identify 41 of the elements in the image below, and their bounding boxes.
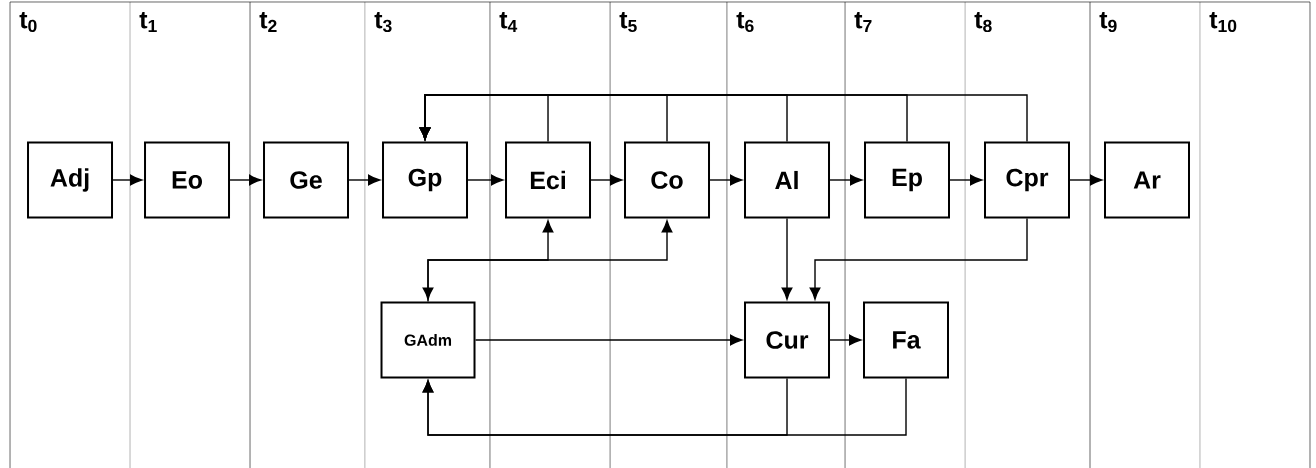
arrow [781, 217, 793, 300]
time-label: t$_{10}$ [1209, 11, 1237, 33]
process-box: Fa [863, 301, 949, 379]
arrow [949, 174, 983, 186]
process-box: Ep [864, 141, 950, 219]
arrow [467, 174, 504, 186]
process-box: Eci [505, 141, 591, 219]
arrow [229, 174, 262, 186]
time-label: t$_{5}$ [619, 11, 637, 33]
process-box: Adj [27, 141, 113, 219]
process-box: Ar [1104, 141, 1190, 219]
time-label: t$_{6}$ [736, 11, 754, 33]
process-box: Co [624, 141, 710, 219]
process-box: GAdm [380, 301, 476, 379]
process-box: Al [744, 141, 830, 219]
time-label: t$_{7}$ [854, 12, 872, 32]
arrow [829, 174, 863, 186]
arrow [829, 334, 862, 346]
time-label: t$_{8}$ [974, 11, 992, 33]
time-label: t$_{0}$ [19, 11, 37, 33]
process-box: Cur [744, 301, 830, 379]
time-label: t$_{1}$ [139, 12, 157, 32]
arrow [419, 94, 1028, 143]
arrow [474, 334, 743, 346]
time-label: t$_{2}$ [259, 12, 277, 32]
time-label: t$_{4}$ [499, 12, 518, 32]
arrow [590, 174, 623, 186]
process-box: Ge [263, 141, 349, 219]
process-box: Cpr [984, 141, 1070, 219]
arrow [422, 377, 907, 436]
process-box: Gp [382, 141, 468, 219]
arrow [1069, 174, 1103, 186]
arrow [422, 220, 554, 300]
arrow [112, 174, 143, 186]
time-label: t$_{3}$ [374, 11, 392, 33]
arrow [427, 220, 673, 303]
process-box: Eo [144, 141, 230, 219]
arrow [809, 217, 1028, 300]
time-label: t$_{9}$ [1099, 11, 1117, 33]
arrow [348, 174, 381, 186]
arrow [709, 174, 743, 186]
